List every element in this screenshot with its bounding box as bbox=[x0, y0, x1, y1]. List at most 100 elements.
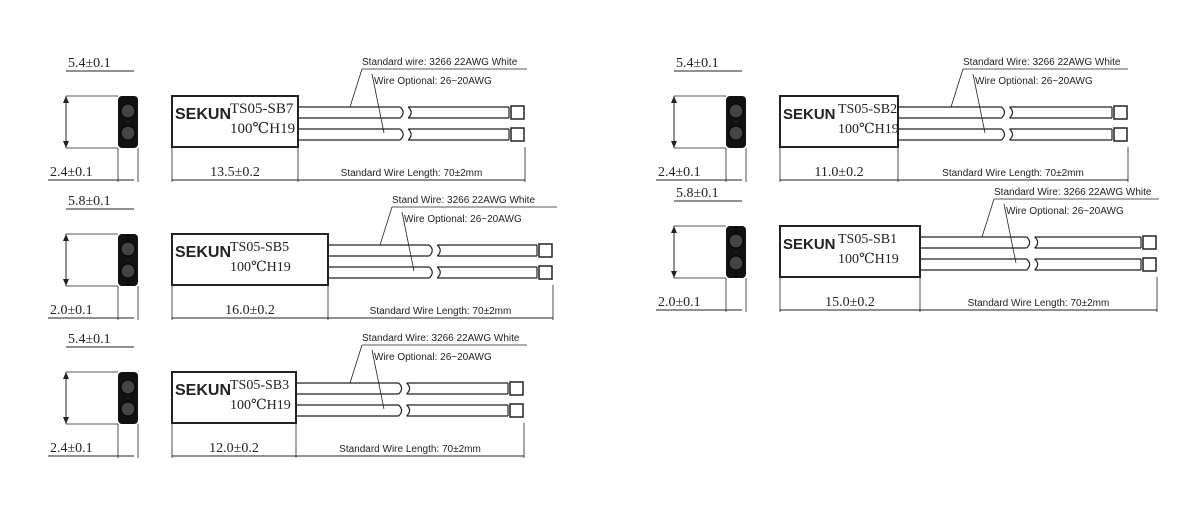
wire-break bbox=[428, 266, 433, 279]
wire-spec-callout: Standard Wire: 3266 22AWG White bbox=[994, 187, 1152, 198]
wire-optional-callout: Wire Optional: 26~20AWG bbox=[374, 352, 492, 363]
dimension-bottom-label: 2.4±0.1 bbox=[50, 441, 93, 456]
wire-break bbox=[1026, 258, 1031, 271]
model-label: TS05-SB3 bbox=[230, 378, 289, 393]
leader-line bbox=[950, 68, 964, 108]
wire-break bbox=[1026, 236, 1031, 249]
wire-break bbox=[406, 382, 411, 395]
wire-end-circle bbox=[120, 379, 136, 395]
wire-break bbox=[1034, 258, 1039, 271]
leader-line bbox=[379, 206, 393, 246]
dimension-top-label: 5.8±0.1 bbox=[68, 194, 111, 209]
arrow-head bbox=[671, 96, 677, 103]
leader-line bbox=[401, 211, 415, 272]
wire-spec-callout: Stand Wire: 3266 22AWG White bbox=[392, 195, 535, 206]
dimension-bottom-label: 2.0±0.1 bbox=[50, 303, 93, 318]
arrow-head bbox=[671, 271, 677, 278]
wire-break bbox=[406, 404, 411, 417]
dimension-top-label: 5.4±0.1 bbox=[676, 56, 719, 71]
wire-break bbox=[399, 106, 404, 119]
drawing-unit-3: 5.4±0.12.4±0.1SEKUNTS05-SB3100℃H19Standa… bbox=[48, 332, 527, 458]
leader-line bbox=[371, 349, 385, 410]
model-label: TS05-SB7 bbox=[230, 101, 294, 117]
wire-break bbox=[1001, 128, 1006, 141]
model-label: TS05-SB2 bbox=[838, 102, 897, 117]
arrow-head bbox=[63, 96, 69, 103]
arrow-head bbox=[63, 141, 69, 148]
wire-end-circle bbox=[120, 103, 136, 119]
wire-spec-callout: Standard Wire: 3266 22AWG White bbox=[963, 57, 1121, 68]
dimension-top-label: 5.8±0.1 bbox=[676, 186, 719, 201]
wire-break bbox=[407, 128, 412, 141]
wire-length-label: Standard Wire Length: 70±2mm bbox=[341, 168, 483, 179]
wire-break bbox=[436, 244, 441, 257]
wire-spec-callout: Standard Wire: 3266 22AWG White bbox=[362, 333, 520, 344]
temp-rating-label: 100℃H19 bbox=[838, 252, 899, 267]
brand-label: SEKUN bbox=[175, 382, 231, 399]
wire-terminal bbox=[1113, 127, 1128, 142]
body-length-label: 15.0±0.2 bbox=[825, 295, 875, 310]
wire-terminal bbox=[1142, 235, 1157, 250]
wire-terminal bbox=[510, 105, 525, 120]
wire-spec-callout: Standard wire: 3266 22AWG White bbox=[362, 57, 518, 68]
wire-break bbox=[1001, 106, 1006, 119]
leader-line bbox=[349, 68, 363, 108]
wire-terminal bbox=[538, 265, 553, 280]
wire-break bbox=[398, 404, 403, 417]
wire-end-circle bbox=[728, 255, 744, 271]
model-label: TS05-SB5 bbox=[230, 240, 289, 255]
wire-terminal bbox=[538, 243, 553, 258]
arrow-head bbox=[63, 417, 69, 424]
wire-end-circle bbox=[120, 241, 136, 257]
wire-break bbox=[1034, 236, 1039, 249]
wire-optional-callout: Wire Optional: 26~20AWG bbox=[1006, 206, 1124, 217]
wire-length-label: Standard Wire Length: 70±2mm bbox=[942, 168, 1084, 179]
leader-line bbox=[972, 73, 986, 134]
wire-break bbox=[436, 266, 441, 279]
leader-line bbox=[349, 344, 363, 384]
temp-rating-label: 100℃H19 bbox=[230, 121, 295, 137]
drawing-unit-1: 5.4±0.12.4±0.1SEKUNTS05-SB7100℃H19Standa… bbox=[48, 56, 527, 182]
leader-line bbox=[1003, 203, 1017, 264]
body-length-label: 12.0±0.2 bbox=[209, 441, 259, 456]
temp-rating-label: 100℃H19 bbox=[230, 260, 291, 275]
protector-body bbox=[171, 371, 297, 424]
protector-body bbox=[779, 95, 899, 148]
wire-end-circle bbox=[120, 125, 136, 141]
body-length-label: 16.0±0.2 bbox=[225, 303, 275, 318]
wire-break bbox=[407, 106, 412, 119]
drawing-unit-2: 5.8±0.12.0±0.1SEKUNTS05-SB5100℃H19Stand … bbox=[48, 194, 557, 320]
protector-body bbox=[779, 225, 921, 278]
wire-length-label: Standard Wire Length: 70±2mm bbox=[370, 306, 512, 317]
dimension-top-label: 5.4±0.1 bbox=[68, 332, 111, 347]
body-length-label: 11.0±0.2 bbox=[814, 165, 863, 180]
temp-rating-label: 100℃H19 bbox=[838, 122, 899, 137]
wire-break bbox=[1009, 128, 1014, 141]
wire-optional-callout: Wire Optional: 26~20AWG bbox=[404, 214, 522, 225]
wire-end-circle bbox=[120, 401, 136, 417]
wire-terminal bbox=[509, 381, 524, 396]
leader-line bbox=[371, 73, 385, 134]
wire-break bbox=[399, 128, 404, 141]
wire-break bbox=[428, 244, 433, 257]
wire-terminal bbox=[1142, 257, 1157, 272]
wire-optional-callout: Wire Optional: 26~20AWG bbox=[975, 76, 1093, 87]
model-label: TS05-SB1 bbox=[838, 232, 897, 247]
dimension-top-label: 5.4±0.1 bbox=[68, 56, 111, 71]
brand-label: SEKUN bbox=[783, 106, 836, 123]
leader-line bbox=[981, 198, 995, 238]
wire-length-label: Standard Wire Length: 70±2mm bbox=[968, 298, 1110, 309]
wire-end-circle bbox=[728, 233, 744, 249]
brand-label: SEKUN bbox=[175, 106, 231, 123]
wire-break bbox=[1009, 106, 1014, 119]
wire-length-label: Standard Wire Length: 70±2mm bbox=[339, 444, 481, 455]
arrow-head bbox=[63, 234, 69, 241]
wire-optional-callout: Wire Optional: 26~20AWG bbox=[374, 76, 492, 87]
brand-label: SEKUN bbox=[783, 236, 836, 253]
body-length-label: 13.5±0.2 bbox=[210, 165, 260, 180]
protector-body bbox=[171, 95, 299, 148]
wire-end-circle bbox=[728, 125, 744, 141]
